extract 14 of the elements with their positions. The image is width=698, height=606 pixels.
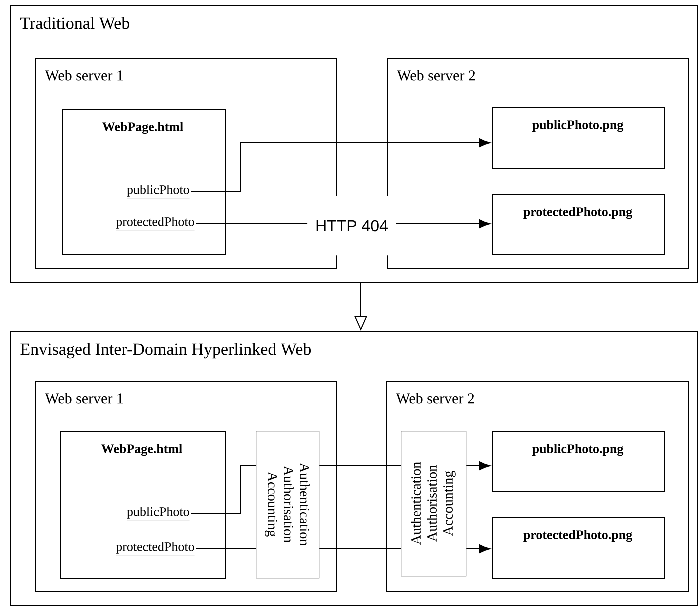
file-box: publicPhoto.png [492, 431, 665, 492]
hyperlink-text: protectedPhoto [116, 217, 195, 230]
hyperlink-text: protectedPhoto [116, 542, 195, 556]
arrow [466, 461, 490, 471]
hyperlink-text: publicPhoto [126, 185, 190, 198]
file-box: protectedPhoto.png [492, 194, 665, 255]
aaa-box: Authentication Authorisation Accounting [256, 431, 320, 579]
file-box: publicPhoto.png [492, 107, 665, 169]
file-box: protectedPhoto.png [492, 517, 665, 579]
arrow [190, 138, 490, 192]
edge-label: HTTP 404 [308, 196, 396, 256]
aaa-box: Authentication Authorisation Accounting [401, 431, 467, 577]
arrow [466, 544, 490, 554]
hyperlink-text: publicPhoto [126, 507, 190, 520]
